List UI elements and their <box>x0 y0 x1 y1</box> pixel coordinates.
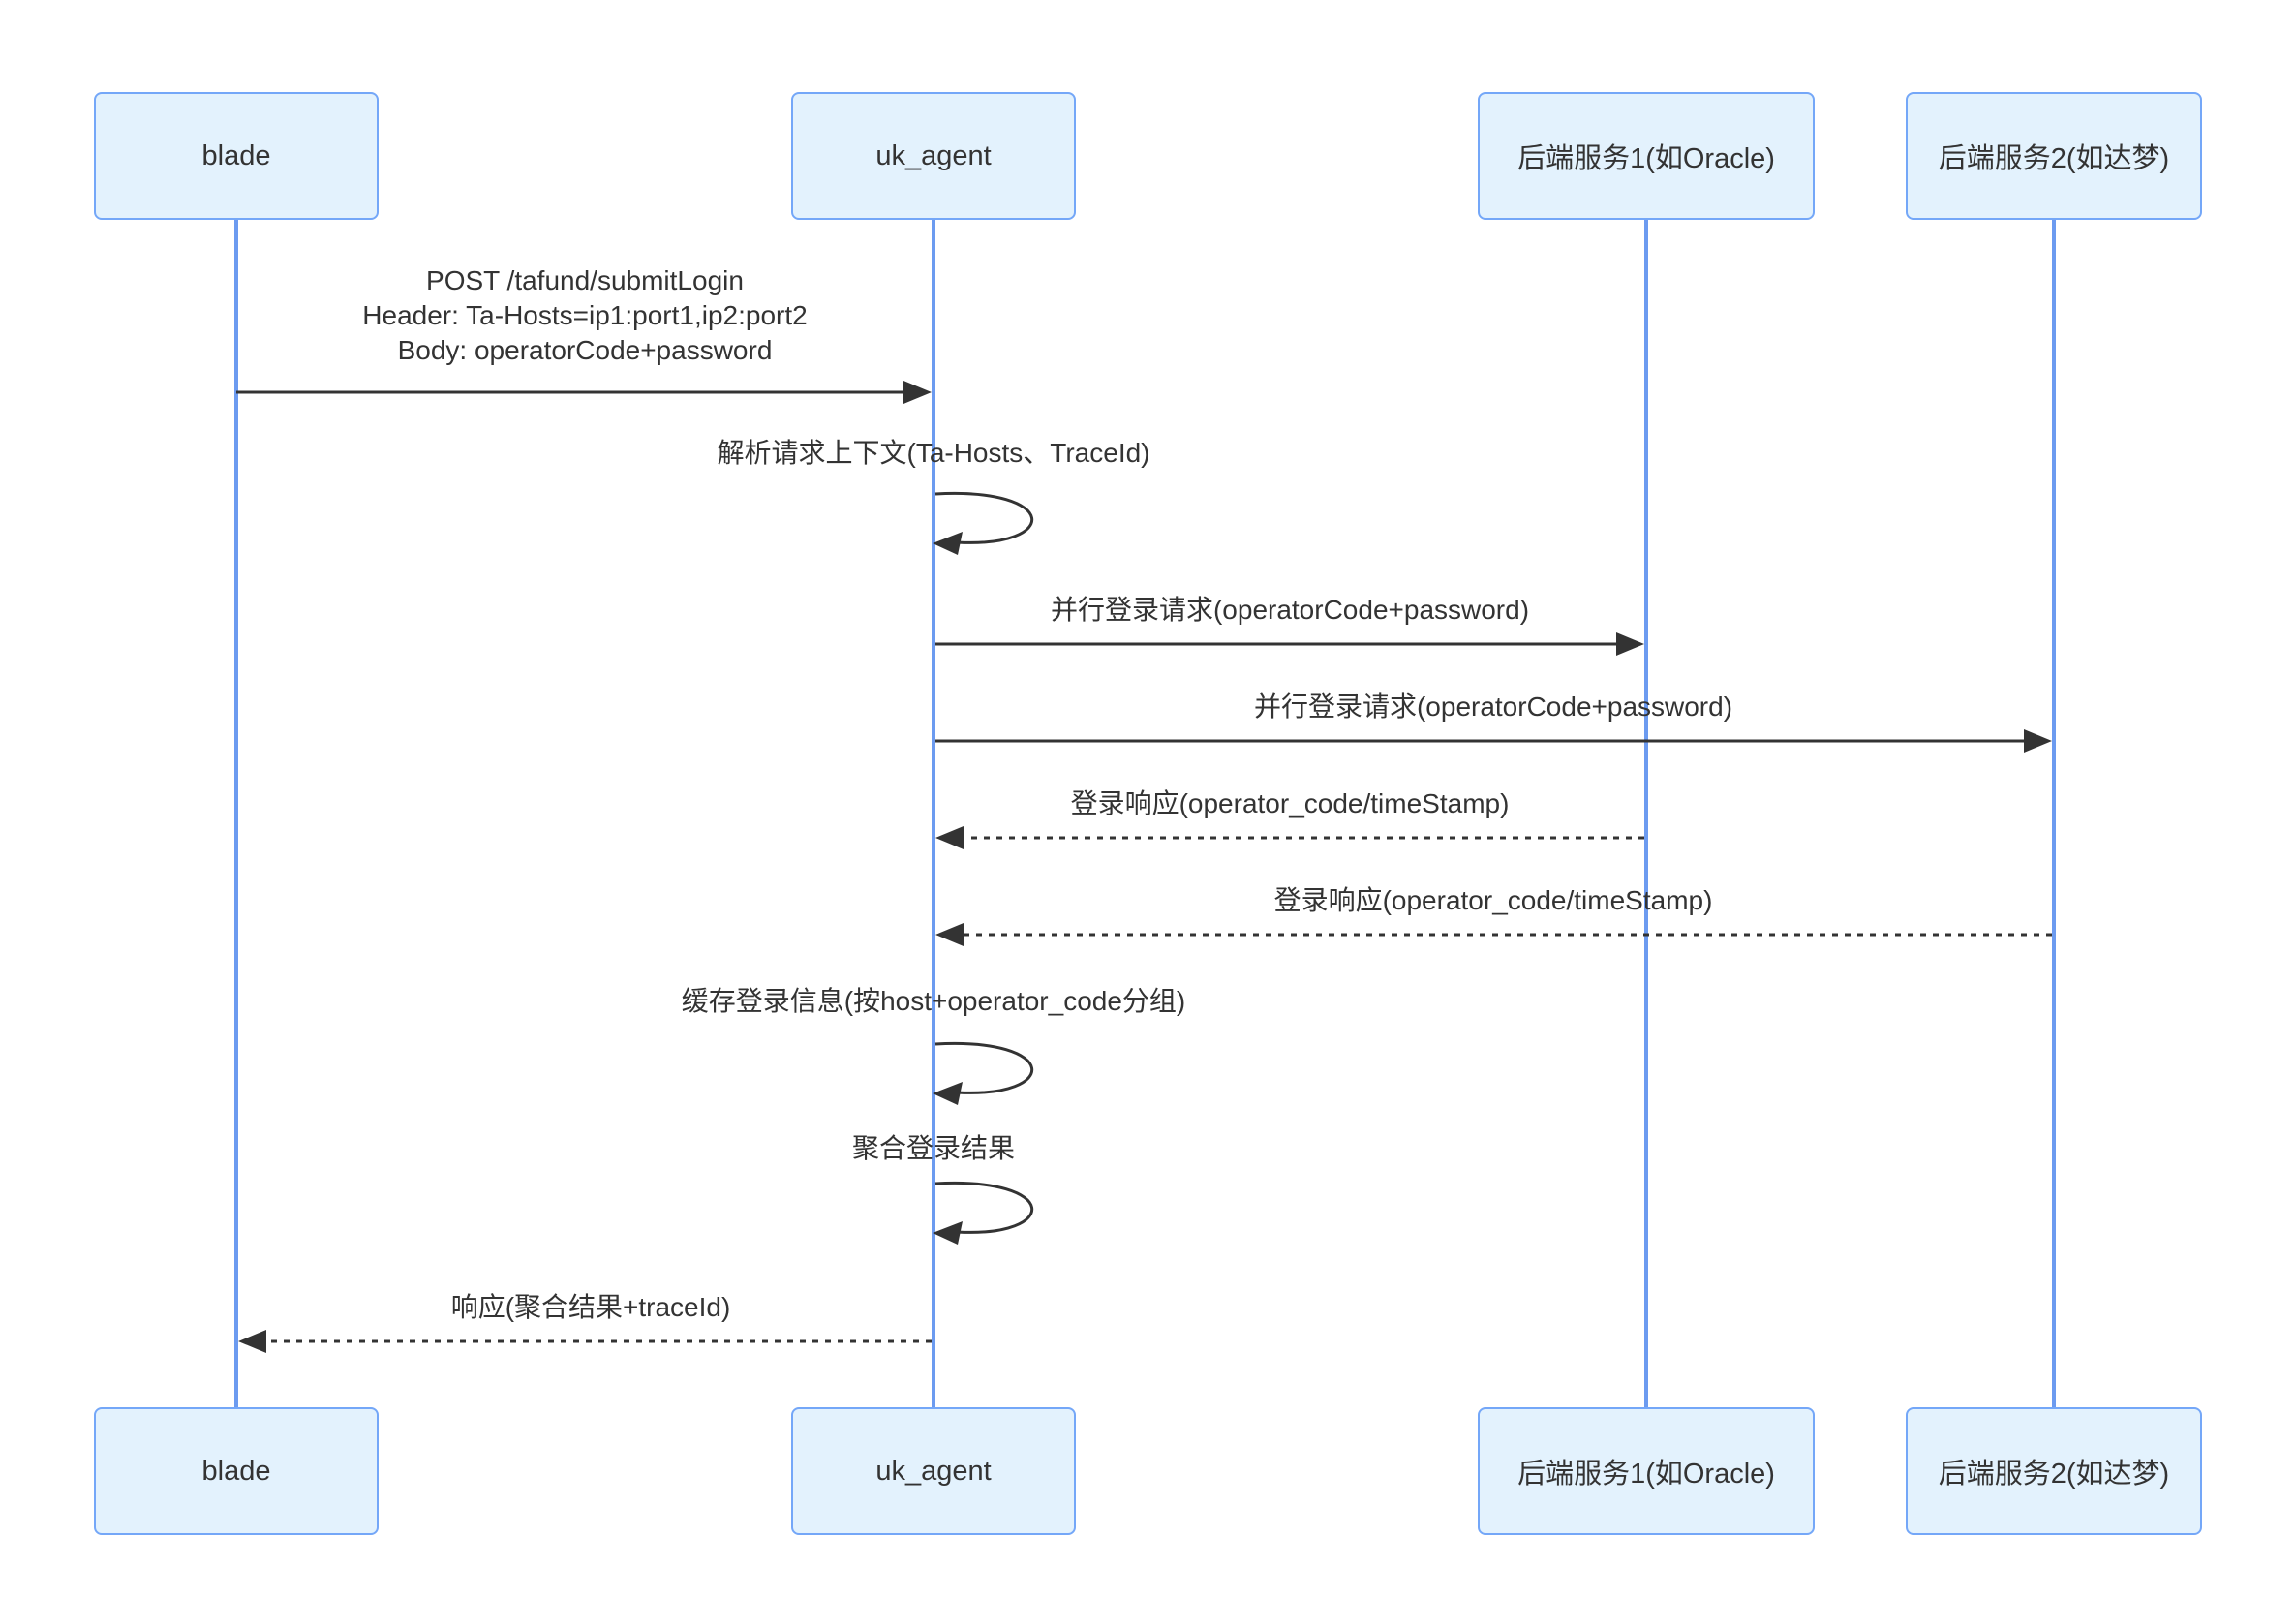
message-label-5: 登录响应(operator_code/timeStamp) <box>1273 885 1713 915</box>
message-arrow-1 <box>236 381 932 404</box>
self-loop-arrow-1 <box>933 491 1033 555</box>
message-label-3: 并行登录请求(operatorCode+password) <box>1253 692 1733 722</box>
self-loop-label-2: 缓存登录信息(按host+operator_code分组) <box>681 986 1186 1016</box>
actor-box-backend2-bottom: 后端服务2(如达梦) <box>1906 1407 2202 1535</box>
lifeline-blade <box>234 220 238 1407</box>
actor-label: uk_agent <box>875 139 992 171</box>
actor-box-blade-top: blade <box>94 92 379 220</box>
message-arrow-4 <box>935 826 1644 849</box>
actor-label: 后端服务1(如Oracle) <box>1517 1459 1775 1490</box>
message-label-line: Body: operatorCode+password <box>397 335 773 365</box>
actor-label: 后端服务1(如Oracle) <box>1517 143 1775 174</box>
actor-label: blade <box>201 1455 271 1487</box>
self-loop-arrow-2 <box>933 1041 1033 1105</box>
message-label-line: Header: Ta-Hosts=ip1:port1,ip2:port2 <box>362 300 808 330</box>
self-loop-label-3: 聚合登录结果 <box>851 1133 1016 1163</box>
actor-label: uk_agent <box>875 1455 992 1487</box>
message-arrow-5 <box>935 923 2052 946</box>
message-label-1: POST /tafund/submitLogin Header: Ta-Host… <box>362 263 807 368</box>
actor-box-backend1-top: 后端服务1(如Oracle) <box>1478 92 1815 220</box>
actor-box-uk-agent-bottom: uk_agent <box>791 1407 1076 1535</box>
actor-box-backend1-bottom: 后端服务1(如Oracle) <box>1478 1407 1815 1535</box>
lifeline-uk-agent <box>932 220 935 1407</box>
actor-box-uk-agent-top: uk_agent <box>791 92 1076 220</box>
actor-label: 后端服务2(如达梦) <box>1938 143 2170 174</box>
message-label-2: 并行登录请求(operatorCode+password) <box>1050 595 1530 625</box>
lifeline-backend2 <box>2052 220 2056 1407</box>
self-loop-arrow-3 <box>933 1181 1033 1245</box>
self-loop-label-1: 解析请求上下文(Ta-Hosts、TraceId) <box>717 438 1150 468</box>
message-arrow-3 <box>935 729 2052 753</box>
actor-box-blade-bottom: blade <box>94 1407 379 1535</box>
lifeline-backend1 <box>1644 220 1648 1407</box>
message-label-4: 登录响应(operator_code/timeStamp) <box>1070 788 1510 818</box>
message-arrow-6 <box>238 1330 932 1353</box>
actor-label: blade <box>201 139 271 171</box>
actor-label: 后端服务2(如达梦) <box>1938 1459 2170 1490</box>
message-label-line: POST /tafund/submitLogin <box>426 265 744 295</box>
message-label-6: 响应(聚合结果+traceId) <box>450 1292 731 1322</box>
actor-box-backend2-top: 后端服务2(如达梦) <box>1906 92 2202 220</box>
message-arrow-2 <box>935 632 1644 656</box>
